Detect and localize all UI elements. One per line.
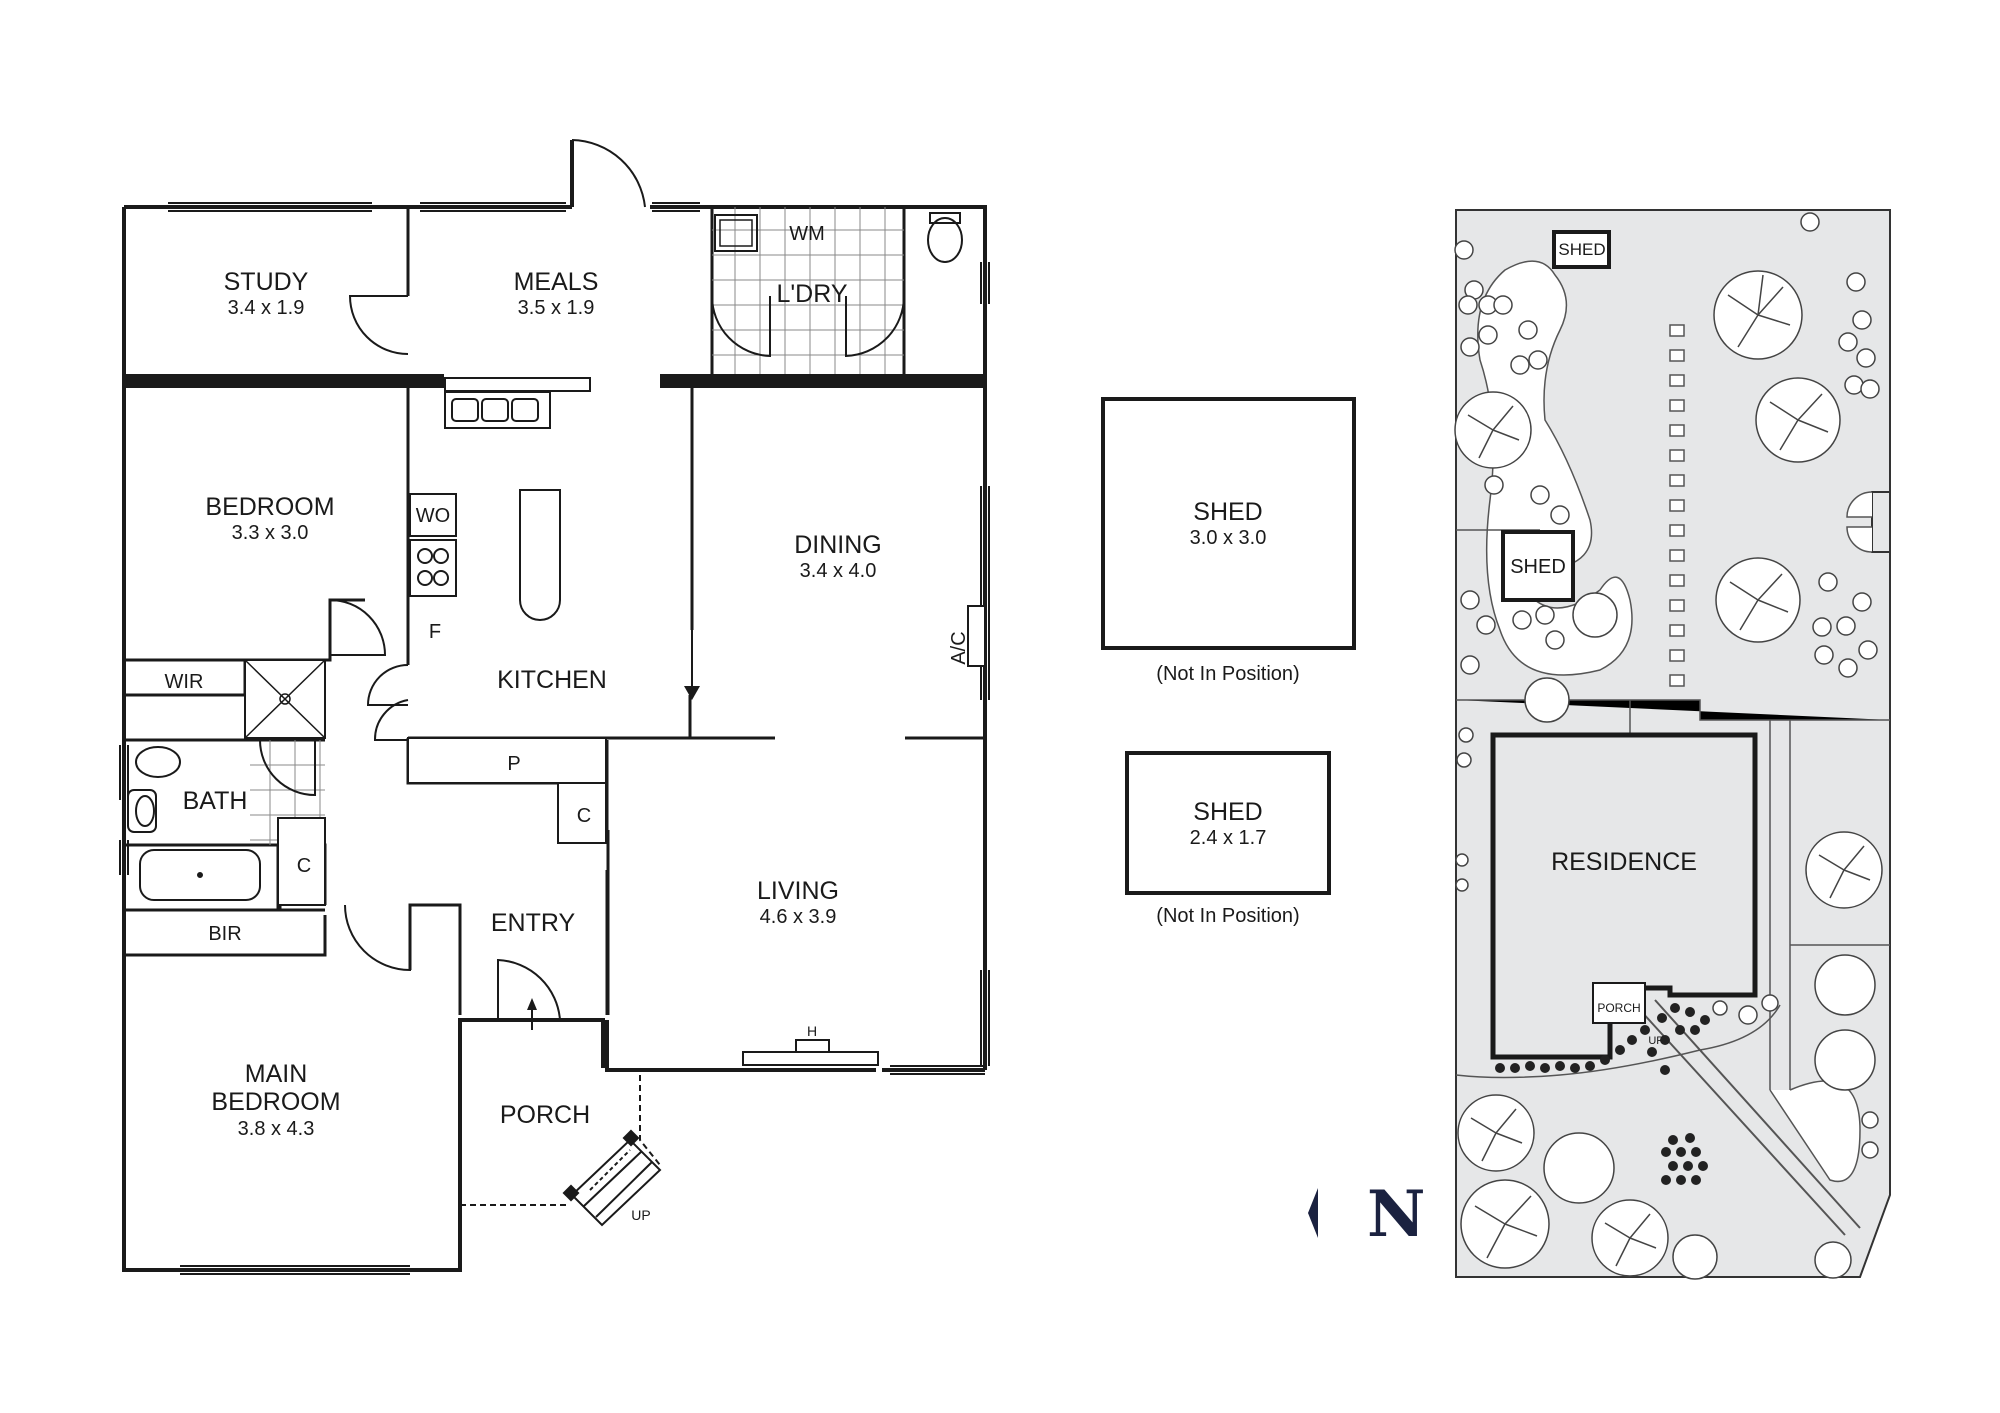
tree-icon xyxy=(1814,954,1876,1016)
room-name-bath: BATH xyxy=(183,787,248,815)
wall-oven xyxy=(409,493,457,537)
site-porch-label: PORCH xyxy=(1597,1001,1640,1015)
room-name-meals: MEALS xyxy=(514,268,599,296)
north-letter: N xyxy=(1367,1177,1426,1252)
room-name-living: LIVING xyxy=(757,877,839,905)
heater xyxy=(742,1051,879,1066)
shrubs xyxy=(1454,212,1880,1159)
laundry-tiles xyxy=(712,207,904,374)
room-name-bir: BIR xyxy=(208,923,241,945)
room-dim-main-bedroom: 3.8 x 4.3 xyxy=(238,1118,315,1140)
label-c-kitchen: C xyxy=(577,805,591,827)
wall-bedroom-study xyxy=(124,374,444,388)
tree-icon xyxy=(1814,1241,1852,1279)
shed-large-dim: 3.0 x 3.0 xyxy=(1190,527,1267,549)
pantry xyxy=(407,737,607,784)
wall-dining-laundry xyxy=(660,374,985,388)
shed-small-note: (Not In Position) xyxy=(1156,905,1299,927)
site-plan: RESIDENCE PORCH UP SHED SHED xyxy=(1454,209,1891,1280)
room-name-kitchen: KITCHEN xyxy=(497,666,607,694)
kitchen-sink xyxy=(444,391,551,429)
room-dim-study: 3.4 x 1.9 xyxy=(228,297,305,319)
site-up-label: UP xyxy=(1648,1035,1663,1047)
room-name-bedroom: BEDROOM xyxy=(205,493,334,521)
label-c-bath: C xyxy=(297,855,311,877)
trees xyxy=(1454,270,1883,1280)
bath-vanity xyxy=(127,789,157,833)
label-h: H xyxy=(807,1023,817,1039)
label-wm: WM xyxy=(789,223,825,245)
room-dim-dining: 3.4 x 4.0 xyxy=(800,560,877,582)
label-ac: A/C xyxy=(948,631,970,664)
shed-large-name: SHED xyxy=(1193,498,1262,526)
site-shed-top xyxy=(1552,230,1611,269)
shed-large: SHED 3.0 x 3.0 (Not In Position) xyxy=(1101,397,1356,685)
driveway xyxy=(1769,720,1791,1090)
room-dim-living: 4.6 x 3.9 xyxy=(760,906,837,928)
stepping-stones xyxy=(1669,324,1685,687)
cupboard-kitchen xyxy=(557,782,607,844)
bath-tub xyxy=(139,849,261,901)
kitchen-bench xyxy=(444,377,591,392)
tree-icon xyxy=(1524,677,1570,723)
site-shed-mid xyxy=(1501,530,1575,602)
kitchen-island xyxy=(519,489,561,621)
laundry-toilet xyxy=(927,217,963,263)
room-dim-meals: 3.5 x 1.9 xyxy=(518,297,595,319)
room-labels: STUDY 3.4 x 1.9 MEALS 3.5 x 1.9 L'DRY WM… xyxy=(165,223,970,1223)
room-name-laundry: L'DRY xyxy=(776,280,847,308)
room-name-main-bedroom-1: MAIN xyxy=(245,1060,308,1088)
porch-steps xyxy=(460,1075,662,1227)
residence-label: RESIDENCE xyxy=(1551,848,1697,876)
outer-wall xyxy=(122,140,987,1272)
cooktop xyxy=(409,539,457,597)
floor-plan xyxy=(119,139,990,1275)
shed-large-note: (Not In Position) xyxy=(1156,663,1299,685)
room-dim-bedroom: 3.3 x 3.0 xyxy=(232,522,309,544)
porch-entry-wall xyxy=(460,1018,605,1068)
room-name-main-bedroom-2: BEDROOM xyxy=(211,1088,340,1116)
tree-icon xyxy=(1572,592,1618,638)
shed-small-name: SHED xyxy=(1193,798,1262,826)
tree-icon xyxy=(1814,1029,1876,1091)
label-f: F xyxy=(429,621,441,643)
plant-dots xyxy=(1495,1003,1710,1185)
shed-small: SHED 2.4 x 1.7 (Not In Position) xyxy=(1125,751,1331,927)
cupboard-bath xyxy=(277,817,326,906)
room-name-porch: PORCH xyxy=(500,1101,590,1129)
north-arrow: N xyxy=(1308,1177,1426,1252)
site-porch xyxy=(1592,982,1646,1024)
room-name-study: STUDY xyxy=(224,268,309,296)
room-name-dining: DINING xyxy=(794,531,882,559)
doors xyxy=(259,139,905,1021)
ac-unit xyxy=(967,605,986,667)
label-up: UP xyxy=(631,1207,650,1223)
room-name-entry: ENTRY xyxy=(491,909,576,937)
shed-small-dim: 2.4 x 1.7 xyxy=(1190,827,1267,849)
front-path xyxy=(1639,999,1861,1236)
site-shed-top-label: SHED xyxy=(1558,240,1605,259)
tree-icon xyxy=(1543,1132,1615,1204)
residence-outline xyxy=(1490,732,1758,1060)
label-wo: WO xyxy=(416,505,450,527)
bath-basin xyxy=(135,746,181,778)
room-name-wir: WIR xyxy=(165,671,204,693)
site-shed-mid-label: SHED xyxy=(1510,556,1566,578)
interior-walls xyxy=(124,207,985,1015)
tree-icon xyxy=(1672,1234,1718,1280)
washing-machine xyxy=(714,214,758,252)
label-p: P xyxy=(507,753,520,775)
